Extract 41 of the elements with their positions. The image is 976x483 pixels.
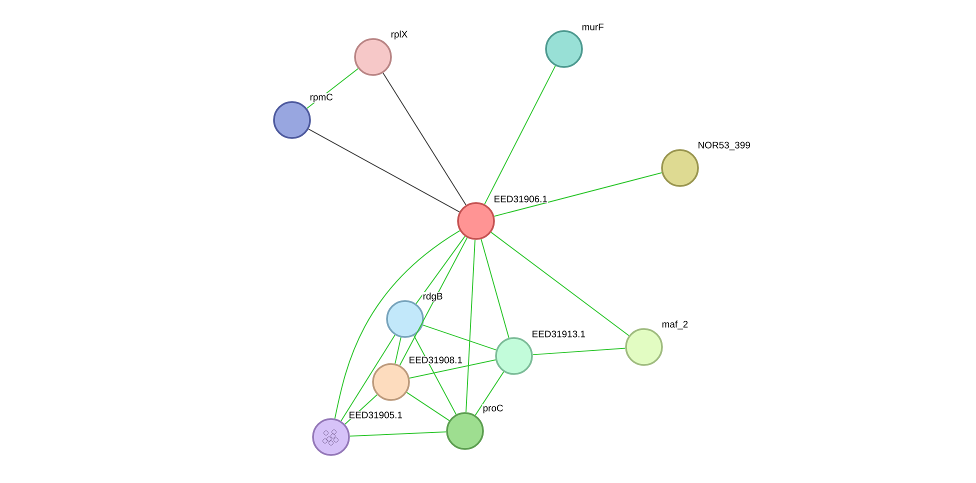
node-label: rdgB [422, 292, 444, 302]
protein-node [386, 300, 424, 338]
node-label: proC [482, 404, 504, 414]
protein-node [354, 38, 392, 76]
edge-line [480, 238, 510, 338]
protein-node [312, 418, 350, 456]
edge-line [308, 128, 460, 212]
edge-line [484, 65, 556, 205]
edge-line [494, 172, 662, 217]
edge-line [490, 232, 630, 336]
node-label: EED31906.1 [493, 195, 548, 203]
edge-line [416, 236, 466, 304]
edge-line [474, 371, 504, 416]
protein-node [372, 363, 410, 401]
protein-node [457, 202, 495, 240]
edge-line [406, 392, 450, 422]
edge-line [382, 72, 466, 206]
protein-node [661, 149, 699, 187]
node-label: EED31908.1 [408, 356, 464, 364]
node-label: EED31913.1 [531, 330, 586, 338]
edge-line [334, 230, 460, 419]
edge-line [422, 324, 497, 350]
node-label: EED31905.1 [348, 411, 404, 419]
edge-line [399, 237, 468, 366]
edge-line [413, 335, 457, 415]
edge-line [340, 334, 396, 422]
protein-node [446, 412, 484, 450]
node-label: rplX [390, 30, 408, 40]
edge-line [409, 359, 496, 379]
edge-line [532, 348, 626, 356]
edge-line [394, 336, 402, 364]
protein-node [495, 337, 533, 375]
edge-line [466, 239, 476, 413]
protein-node [625, 328, 663, 366]
node-label: murF [581, 23, 604, 31]
node-label: NOR53_399 [697, 141, 752, 151]
protein-node [273, 101, 311, 139]
node-label: rpmC [309, 93, 334, 103]
protein-node [545, 30, 583, 68]
edge-line [349, 431, 447, 437]
node-label: maf_2 [661, 320, 689, 330]
